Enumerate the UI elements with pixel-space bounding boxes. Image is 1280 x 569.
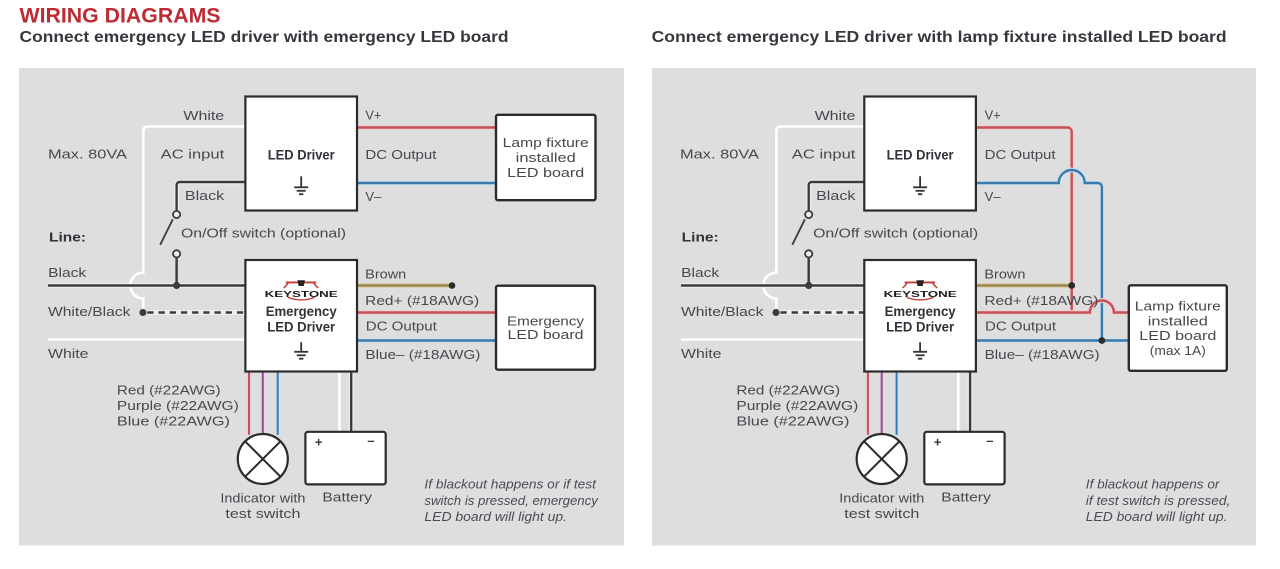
svg-text:switch is pressed, emergency: switch is pressed, emergency <box>424 493 599 508</box>
svg-text:test switch: test switch <box>225 506 300 521</box>
svg-text:(max 1A): (max 1A) <box>1150 343 1206 358</box>
svg-text:AC input: AC input <box>161 147 225 162</box>
svg-text:V+: V+ <box>985 108 1001 123</box>
svg-text:If blackout happens or if test: If blackout happens or if test <box>424 477 596 492</box>
svg-text:White: White <box>183 108 224 123</box>
svg-text:On/Off switch (optional): On/Off switch (optional) <box>813 226 978 241</box>
svg-text:–: – <box>986 433 993 448</box>
svg-text:Red (#22AWG): Red (#22AWG) <box>736 382 840 397</box>
svg-text:Battery: Battery <box>322 490 372 505</box>
svg-text:+: + <box>315 434 323 449</box>
svg-text:+: + <box>934 434 942 449</box>
svg-text:Brown: Brown <box>365 267 406 282</box>
svg-text:DC Output: DC Output <box>366 318 437 333</box>
svg-text:Max. 80VA: Max. 80VA <box>48 147 127 162</box>
svg-text:if test switch is pressed,: if test switch is pressed, <box>1086 493 1231 508</box>
svg-text:Line:: Line: <box>682 229 719 244</box>
svg-text:installed: installed <box>516 150 576 165</box>
svg-text:Max. 80VA: Max. 80VA <box>680 147 759 162</box>
svg-text:Lamp fixture: Lamp fixture <box>1135 299 1221 314</box>
svg-text:LED Driver: LED Driver <box>887 147 955 162</box>
svg-text:Lamp fixture: Lamp fixture <box>503 135 589 150</box>
svg-text:Blue– (#18AWG): Blue– (#18AWG) <box>365 347 480 362</box>
svg-text:DC Output: DC Output <box>365 147 436 162</box>
svg-text:KEYSTONE: KEYSTONE <box>884 289 958 299</box>
svg-text:installed: installed <box>1148 313 1208 328</box>
svg-text:Emergency: Emergency <box>507 314 585 329</box>
svg-text:Black: Black <box>185 188 225 203</box>
svg-text:LED Driver: LED Driver <box>268 147 336 162</box>
svg-text:LED board: LED board <box>507 165 584 180</box>
svg-text:LED Driver: LED Driver <box>886 319 955 334</box>
svg-text:V–: V– <box>365 189 382 204</box>
svg-text:DC Output: DC Output <box>985 147 1056 162</box>
svg-text:White/Black: White/Black <box>48 304 131 319</box>
svg-text:White/Black: White/Black <box>681 304 764 319</box>
svg-text:White: White <box>48 346 89 361</box>
svg-text:Emergency: Emergency <box>885 304 956 319</box>
svg-text:Blue– (#18AWG): Blue– (#18AWG) <box>985 347 1100 362</box>
svg-text:Indicator with: Indicator with <box>839 490 924 505</box>
svg-text:–: – <box>367 433 374 448</box>
svg-text:test switch: test switch <box>844 506 919 521</box>
svg-text:AC input: AC input <box>792 147 856 162</box>
svg-text:Battery: Battery <box>941 490 991 505</box>
svg-text:Emergency: Emergency <box>266 304 337 319</box>
svg-text:Blue (#22AWG): Blue (#22AWG) <box>117 414 230 429</box>
svg-text:Black: Black <box>816 188 856 203</box>
svg-text:LED board: LED board <box>1139 328 1216 343</box>
svg-text:LED board will light up.: LED board will light up. <box>1086 509 1228 524</box>
svg-text:WIRING DIAGRAMS: WIRING DIAGRAMS <box>20 5 221 28</box>
svg-text:DC Output: DC Output <box>985 318 1056 333</box>
svg-text:Line:: Line: <box>49 229 86 244</box>
svg-text:Red (#22AWG): Red (#22AWG) <box>117 382 221 397</box>
svg-text:Connect emergency LED driver w: Connect emergency LED driver with lamp f… <box>652 29 1227 46</box>
svg-text:Black: Black <box>48 265 87 280</box>
svg-text:On/Off switch (optional): On/Off switch (optional) <box>181 226 346 241</box>
svg-text:LED board: LED board <box>508 327 584 342</box>
svg-text:Black: Black <box>681 265 720 280</box>
svg-text:Purple (#22AWG): Purple (#22AWG) <box>736 398 858 413</box>
svg-text:V–: V– <box>985 189 1002 204</box>
svg-text:Indicator with: Indicator with <box>220 490 305 505</box>
svg-text:White: White <box>681 346 722 361</box>
svg-text:Purple (#22AWG): Purple (#22AWG) <box>117 398 239 413</box>
svg-text:White: White <box>815 108 856 123</box>
svg-text:If blackout happens or: If blackout happens or <box>1086 477 1220 492</box>
svg-text:Red+ (#18AWG): Red+ (#18AWG) <box>984 293 1098 308</box>
svg-text:KEYSTONE: KEYSTONE <box>265 289 339 299</box>
svg-text:Red+ (#18AWG): Red+ (#18AWG) <box>365 293 479 308</box>
svg-text:Blue (#22AWG): Blue (#22AWG) <box>736 414 849 429</box>
svg-text:V+: V+ <box>365 108 381 123</box>
svg-text:LED board will light up.: LED board will light up. <box>424 509 567 524</box>
svg-text:Connect emergency LED driver w: Connect emergency LED driver with emerge… <box>20 29 509 46</box>
svg-text:Brown: Brown <box>984 267 1025 282</box>
svg-text:LED Driver: LED Driver <box>267 319 336 334</box>
